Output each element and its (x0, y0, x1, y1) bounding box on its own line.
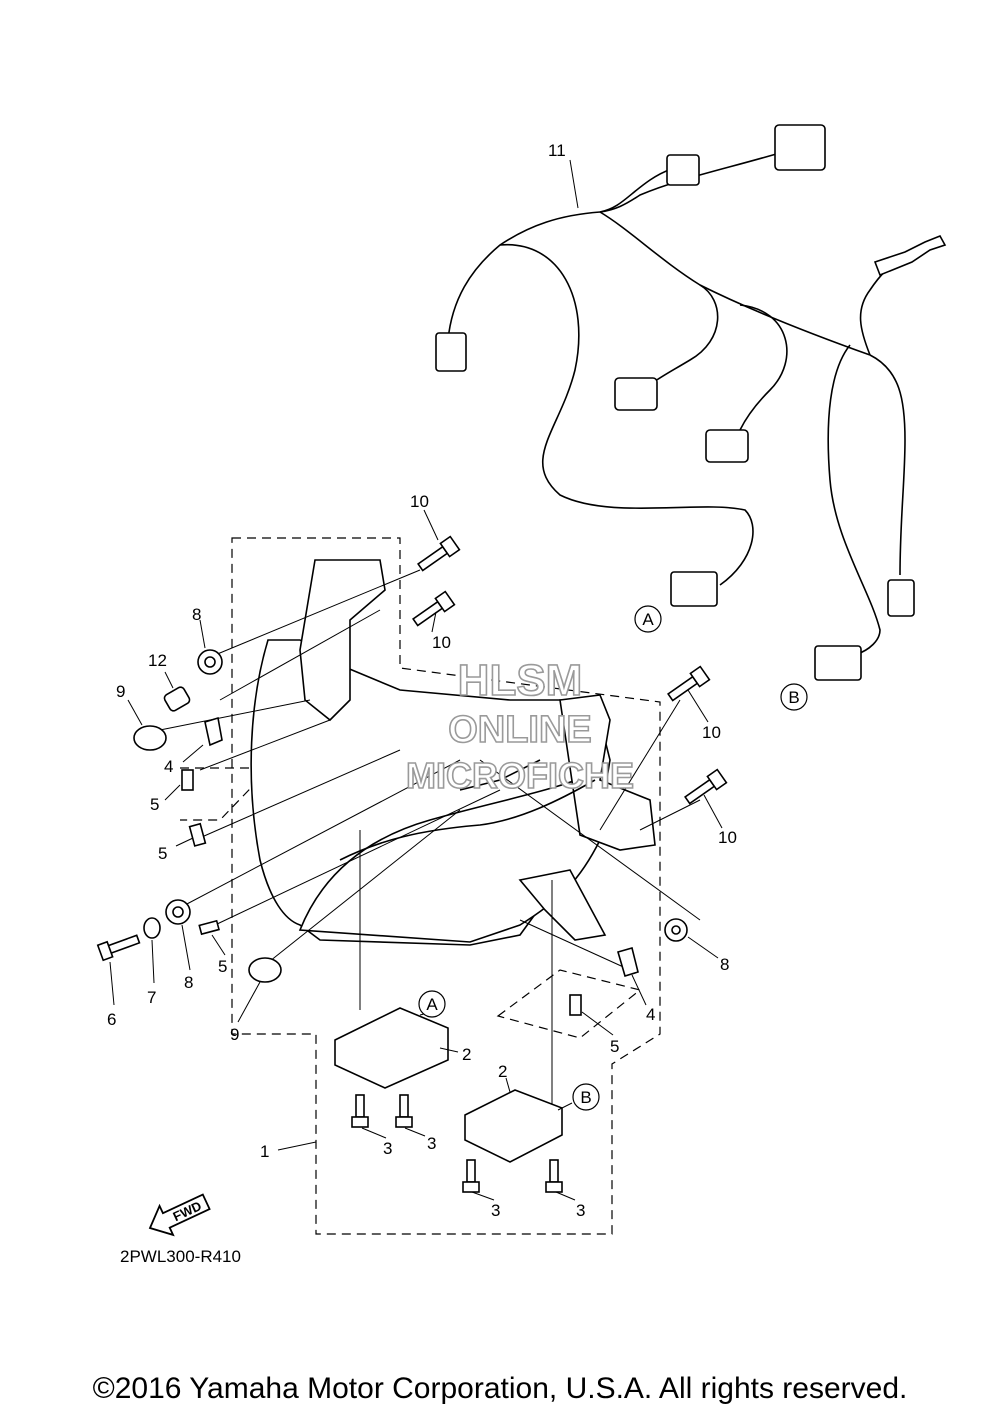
callout-leaders (109, 159, 723, 1201)
wire-harness (435, 124, 947, 681)
connector-icon (435, 332, 467, 372)
connector-icon (614, 377, 658, 411)
connector-icon (814, 645, 862, 681)
callout-10: 10 (432, 633, 451, 652)
sensor-connector-icon (873, 234, 947, 277)
connector-icon (774, 124, 826, 171)
hardware (96, 535, 728, 1193)
leader-lines (159, 569, 701, 1130)
watermark: HLSM ONLINE MICROFICHE (405, 655, 635, 797)
callout-12: 12 (148, 651, 167, 670)
block-icon (188, 822, 207, 847)
screw-icon (395, 1094, 413, 1128)
callout-11: 11 (548, 141, 566, 160)
callout-5: 5 (218, 957, 227, 976)
damper-icon (248, 957, 282, 983)
callout-4: 4 (646, 1005, 655, 1024)
bolt-icon (667, 665, 711, 702)
callout-2: 2 (498, 1062, 507, 1081)
mount-bracket-icon (559, 694, 656, 851)
block-icon (198, 919, 220, 936)
screw-icon (462, 1159, 480, 1193)
callout-4: 4 (164, 757, 173, 776)
mount-bracket-icon (299, 559, 386, 722)
bolt-icon (417, 535, 461, 572)
callout-6: 6 (107, 1010, 116, 1029)
screw-icon (545, 1159, 563, 1193)
ref-label-a: A (426, 995, 438, 1014)
copyright-notice: ©2016 Yamaha Motor Corporation, U.S.A. A… (92, 1372, 908, 1405)
callout-9: 9 (230, 1025, 239, 1044)
callout-5: 5 (158, 844, 167, 863)
watermark-line2: ONLINE (448, 709, 592, 751)
bolt-icon (96, 934, 141, 962)
callout-3: 3 (491, 1201, 500, 1220)
watermark-line1: HLSM (458, 656, 583, 705)
bolt-icon (684, 768, 728, 805)
callouts: 11 10 10 10 10 8 12 9 4 5 5 5 6 7 8 9 8 … (107, 141, 737, 1220)
block-icon (569, 994, 582, 1016)
assembly-outline (180, 537, 661, 1235)
reference-circles: A B A B (418, 605, 808, 1111)
callout-3: 3 (427, 1134, 436, 1153)
control-unit-icon (464, 1089, 563, 1163)
washer-icon (143, 917, 161, 939)
headlight-assembly (250, 559, 656, 946)
callout-7: 7 (147, 988, 156, 1007)
callout-3: 3 (576, 1201, 585, 1220)
callout-8: 8 (184, 973, 193, 992)
ref-circle-a (418, 990, 446, 1018)
diagram-code: 2PWL300-R410 (120, 1247, 241, 1266)
callout-8: 8 (192, 605, 201, 624)
connector-icon (666, 154, 700, 186)
fwd-arrow-icon: FWD (148, 1193, 211, 1237)
callout-1: 1 (260, 1142, 269, 1161)
callout-10: 10 (410, 492, 429, 511)
callout-10: 10 (702, 723, 721, 742)
ref-label-b: B (788, 688, 799, 707)
watermark-line3: MICROFICHE (406, 755, 634, 796)
callout-2: 2 (462, 1045, 471, 1064)
control-unit-icon (334, 1007, 449, 1089)
mount-bracket-icon (518, 869, 607, 941)
bolt-icon (412, 590, 456, 627)
connector-icon (705, 429, 749, 463)
callout-5: 5 (150, 795, 159, 814)
ref-circle-b (572, 1083, 600, 1111)
callout-9: 9 (116, 682, 125, 701)
clip-nut-icon (204, 716, 223, 747)
screw-icon (351, 1094, 369, 1128)
clip-nut-icon (617, 947, 639, 978)
ref-circle-a (634, 605, 662, 633)
ref-label-a: A (642, 610, 654, 629)
collar-icon (163, 686, 191, 712)
callout-8: 8 (720, 955, 729, 974)
callout-5: 5 (610, 1037, 619, 1056)
connector-icon (670, 571, 718, 607)
callout-3: 3 (383, 1139, 392, 1158)
callout-10: 10 (718, 828, 737, 847)
damper-icon (133, 725, 167, 751)
connector-icon (887, 579, 915, 617)
ref-label-b: B (580, 1088, 591, 1107)
ref-circle-b (780, 683, 808, 711)
block-icon (181, 769, 194, 791)
